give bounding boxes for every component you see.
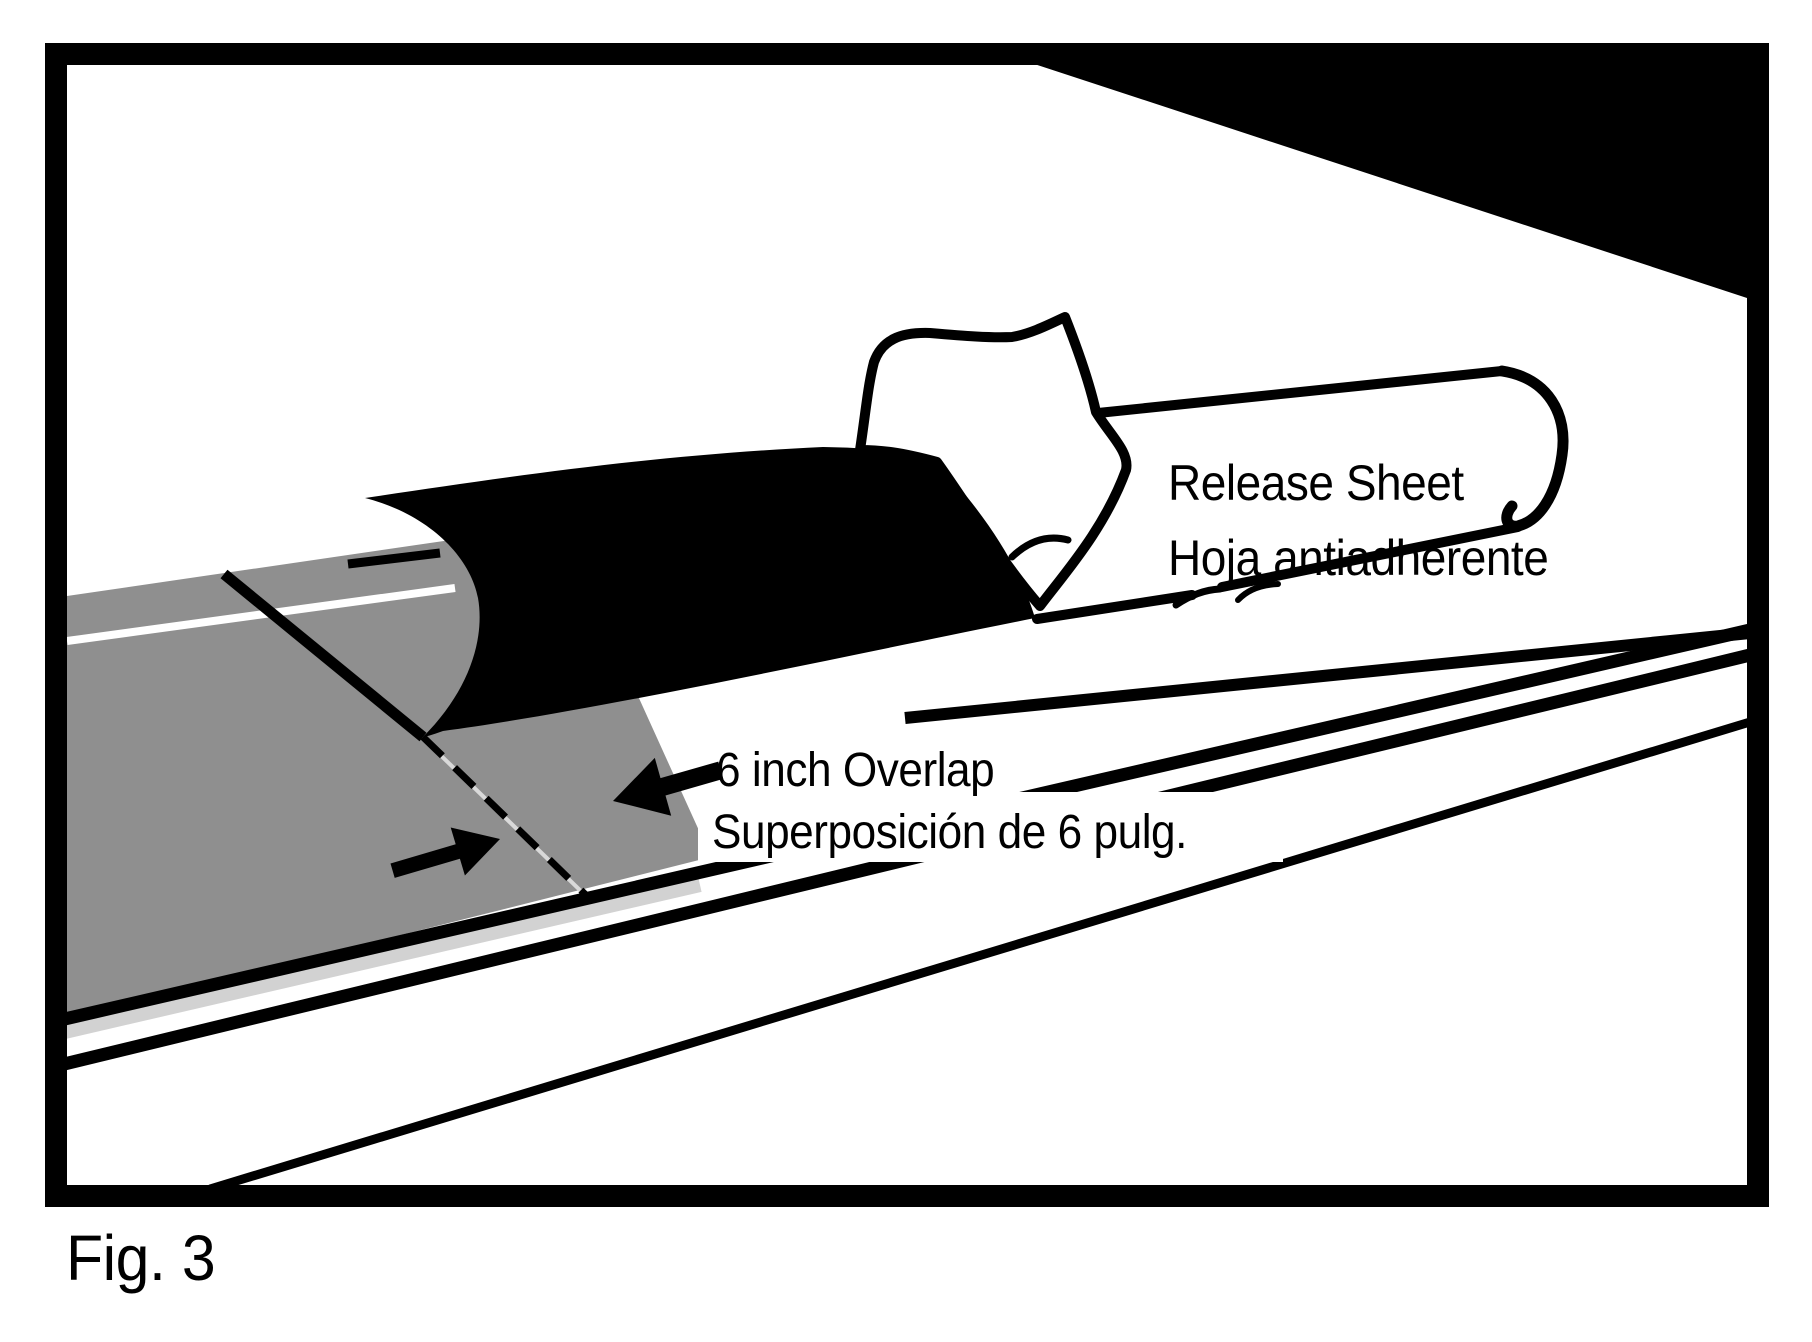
release-sheet-curl-tick-left (1008, 534, 1072, 561)
roof-corner-shadow-triangle (1010, 56, 1747, 298)
release-sheet-label-es: Hoja antiadherente (1168, 531, 1548, 586)
overlap-dashed-line (420, 734, 592, 901)
overlap-pointer-small-arrow-icon (390, 827, 500, 878)
overlap-label-halo-es (698, 792, 1283, 862)
membrane-edge-strip (54, 878, 702, 1041)
lap-edge-solid-line (220, 569, 427, 742)
release-sheet-corner-flick (1172, 585, 1224, 609)
overlap-label-en: 6 inch Overlap (716, 742, 994, 796)
membrane-roll (365, 447, 1035, 737)
release-sheet-roll-end-cap (1496, 365, 1569, 532)
release-sheet-label-en: Release Sheet (1168, 456, 1464, 511)
overlap-label-halo-en (703, 735, 985, 793)
release-sheet-roll-bottom-edge-left (1032, 590, 1197, 624)
lower-course-top-edge-line (347, 548, 441, 569)
figure-border-frame (45, 43, 1769, 1207)
overlap-pointer-large-arrow-icon (613, 757, 724, 816)
release-sheet-roll-bottom-edge-right (1217, 522, 1523, 592)
membrane-seam-stripe (66, 584, 456, 645)
figure-caption: Fig. 3 (66, 1223, 215, 1295)
unrolled-sheet-edge-line (904, 627, 1751, 724)
overlap-label-es: Superposición de 6 pulg. (712, 804, 1187, 858)
roof-eave-line (208, 717, 1752, 1194)
release-sheet-roll-body (1037, 371, 1564, 619)
release-sheet-roll-top-edge (1093, 366, 1507, 418)
release-sheet-curl-tick-right (1235, 581, 1281, 603)
